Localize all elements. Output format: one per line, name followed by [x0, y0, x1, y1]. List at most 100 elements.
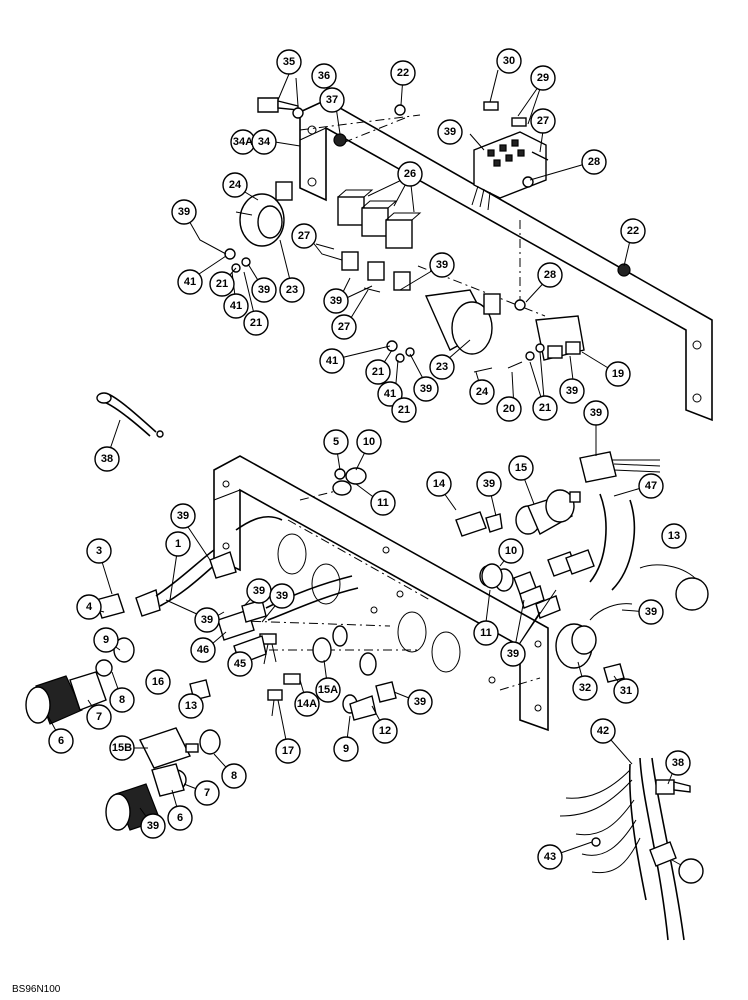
- callout-36: 36: [311, 63, 337, 89]
- svg-text:38: 38: [672, 757, 684, 769]
- svg-text:41: 41: [384, 388, 396, 400]
- callout-41: 41: [223, 293, 249, 319]
- callout-46: 46: [190, 637, 216, 663]
- callout-5: 5: [323, 429, 349, 455]
- callout-15B: 17: [275, 738, 301, 764]
- solenoid-right: [424, 289, 501, 355]
- svg-text:39: 39: [645, 606, 657, 618]
- svg-text:9: 9: [343, 743, 349, 755]
- callout-7: 7: [86, 704, 112, 730]
- svg-text:39: 39: [178, 206, 190, 218]
- callout-17: 9: [333, 736, 359, 762]
- svg-text:39: 39: [253, 585, 265, 597]
- svg-text:21: 21: [250, 317, 262, 329]
- callout-39: 39: [269, 583, 295, 609]
- svg-text:39: 39: [201, 614, 213, 626]
- callout-28: 28: [581, 149, 607, 175]
- callout-32: 32: [572, 675, 598, 701]
- callout-19: 19: [605, 361, 631, 387]
- callout-47: 47: [638, 473, 664, 499]
- svg-text:7: 7: [204, 787, 210, 799]
- callout-30: 30: [496, 48, 522, 74]
- callout-39: 39: [559, 378, 585, 404]
- svg-text:13: 13: [668, 530, 680, 542]
- svg-text:39: 39: [444, 126, 456, 138]
- svg-text:6: 6: [58, 735, 64, 747]
- solenoid-left: [239, 181, 293, 247]
- svg-text:27: 27: [338, 321, 350, 333]
- svg-text:39: 39: [276, 590, 288, 602]
- callout-8: 7: [194, 780, 220, 806]
- svg-text:10: 10: [505, 545, 517, 557]
- callout-27: 27: [530, 108, 556, 134]
- svg-text:21: 21: [398, 404, 410, 416]
- callout-13: 13: [178, 693, 204, 719]
- svg-text:1: 1: [175, 538, 181, 550]
- center-lower-parts: [312, 467, 537, 721]
- svg-text:22: 22: [397, 67, 409, 79]
- svg-text:28: 28: [544, 269, 556, 281]
- callout-14: 14: [426, 471, 452, 497]
- callout-21: 21: [365, 359, 391, 385]
- svg-text:16: 16: [152, 676, 164, 688]
- svg-text:31: 31: [620, 685, 632, 697]
- svg-text:37: 37: [326, 94, 338, 106]
- callout-39: 16: [145, 669, 171, 695]
- callouts: 35 36 37 22 30 29 27 39 28 34A 34 26 24 …: [48, 48, 704, 884]
- svg-text:15: 15: [515, 462, 527, 474]
- callout-27: 27: [291, 223, 317, 249]
- svg-text:7: 7: [96, 711, 102, 723]
- callout-13: 13: [661, 523, 687, 549]
- callout-15: 15: [508, 455, 534, 481]
- svg-text:39: 39: [414, 696, 426, 708]
- callout-39: 12: [372, 718, 398, 744]
- svg-text:35: 35: [283, 56, 295, 68]
- left-switches: [25, 515, 359, 831]
- terminal-block-19: [535, 315, 585, 361]
- svg-text:45: 45: [234, 658, 246, 670]
- callout-29: 29: [530, 65, 556, 91]
- svg-text:41: 41: [184, 276, 196, 288]
- callout-11: 11: [473, 620, 499, 646]
- svg-text:5: 5: [333, 436, 339, 448]
- svg-text:39: 39: [590, 407, 602, 419]
- callout-22: 22: [620, 218, 646, 244]
- callout-39: 39: [437, 119, 463, 145]
- callout-6: 39: [140, 813, 166, 839]
- svg-text:38: 38: [101, 453, 113, 465]
- callout-21: 21: [532, 395, 558, 421]
- svg-text:27: 27: [537, 115, 549, 127]
- callout-3: 3: [86, 538, 112, 564]
- relay-group: [337, 189, 422, 291]
- callout-38: 38: [94, 446, 120, 472]
- callout-45: 45: [227, 651, 253, 677]
- svg-text:42: 42: [597, 725, 609, 737]
- callout-1: 1: [165, 531, 191, 557]
- svg-text:39: 39: [436, 259, 448, 271]
- callout-38: 43: [537, 844, 563, 870]
- svg-text:34: 34: [258, 136, 271, 148]
- callout-34: 34: [251, 129, 277, 155]
- svg-text:28: 28: [588, 156, 600, 168]
- callout-27: 27: [331, 314, 357, 340]
- bottom-harness: [559, 757, 691, 941]
- svg-text:36: 36: [318, 70, 330, 82]
- svg-text:10: 10: [363, 436, 375, 448]
- svg-text:6: 6: [177, 812, 183, 824]
- callout-41: 41: [177, 269, 203, 295]
- callout-39: 39: [413, 376, 439, 402]
- callout-34A: 34A: [230, 129, 256, 155]
- callout-9: 9: [93, 627, 119, 653]
- callout-8: 8: [109, 687, 135, 713]
- svg-text:21: 21: [216, 278, 228, 290]
- callout-43: [678, 858, 704, 884]
- svg-text:43: 43: [544, 851, 556, 863]
- callout-6: 6: [48, 728, 74, 754]
- callout-39: 39: [638, 599, 664, 625]
- right-lower-parts: [519, 549, 709, 683]
- svg-text:46: 46: [197, 644, 209, 656]
- svg-text:34A: 34A: [233, 136, 253, 148]
- callout-39: 39: [251, 277, 277, 303]
- svg-text:14A: 14A: [297, 698, 317, 710]
- callout-26: 26: [397, 161, 423, 187]
